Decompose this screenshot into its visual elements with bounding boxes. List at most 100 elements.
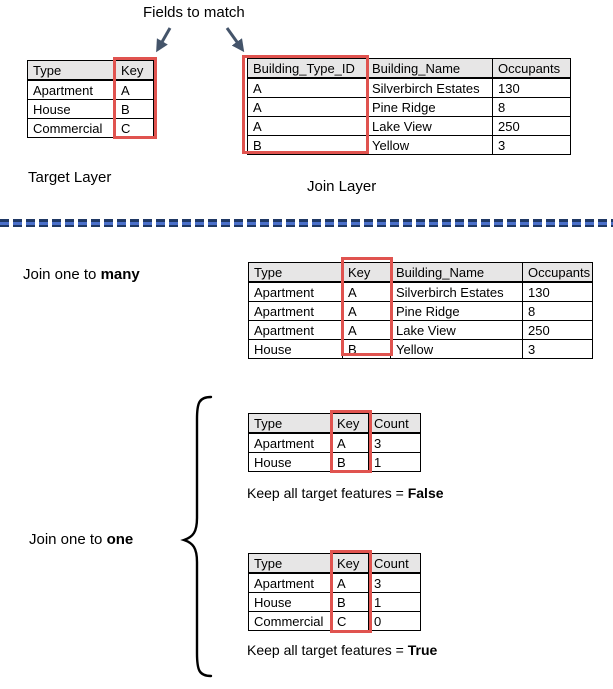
table-cell: 1 — [368, 592, 421, 612]
column-header: Key — [342, 262, 391, 283]
table-cell: Apartment — [248, 281, 343, 302]
table-cell: B — [115, 99, 154, 119]
table-cell: B — [247, 135, 367, 155]
table-cell: A — [331, 432, 369, 453]
table-cell: House — [27, 99, 116, 119]
table-cell: Apartment — [27, 79, 116, 100]
join-one-to-many-prefix: Join one to — [23, 266, 101, 283]
target-layer-label: Target Layer — [28, 169, 112, 186]
table-cell: B — [331, 592, 369, 612]
table-cell: House — [248, 452, 332, 472]
column-header: Key — [331, 553, 369, 574]
column-header: Type — [248, 262, 343, 283]
keep-false-label: Keep all target features = False — [247, 485, 444, 501]
table-cell: Silverbirch Estates — [390, 281, 523, 302]
table-cell: 130 — [521, 281, 594, 302]
table-cell: Apartment — [248, 320, 343, 340]
table-cell: 3 — [368, 572, 421, 593]
table-cell: B — [331, 452, 369, 472]
join-layer-label: Join Layer — [307, 178, 377, 195]
table-cell: Pine Ridge — [366, 97, 493, 117]
table-cell: Commercial — [27, 118, 116, 138]
column-header: Type — [27, 60, 116, 81]
table-cell: 8 — [492, 97, 571, 117]
table-cell: A — [342, 301, 391, 321]
table-cell: 0 — [368, 611, 421, 631]
keep-false-prefix: Keep all target features = — [247, 485, 408, 501]
keep-false-bold: False — [407, 485, 444, 501]
column-header: Building_Type_ID — [247, 58, 367, 79]
table-cell: Yellow — [366, 135, 493, 155]
table-cell: A — [247, 97, 367, 117]
join-one-to-one-bold: one — [106, 531, 134, 548]
column-header: Building_Name — [390, 262, 523, 283]
table-cell: C — [331, 611, 369, 631]
table-cell: House — [248, 592, 332, 612]
table-cell: A — [331, 572, 369, 593]
table-cell: 3 — [368, 432, 421, 453]
table-cell: House — [248, 339, 343, 359]
column-header: Type — [248, 553, 332, 574]
keep-true-prefix: Keep all target features = — [247, 642, 408, 658]
table-cell: A — [342, 320, 391, 340]
section-separator — [0, 219, 613, 227]
column-header: Count — [368, 413, 421, 434]
fields-to-match-label: Fields to match — [143, 4, 245, 21]
column-header: Type — [248, 413, 332, 434]
table-cell: Apartment — [248, 301, 343, 321]
join-one-to-one-label: Join one to one — [29, 531, 133, 548]
column-header: Count — [368, 553, 421, 574]
table-cell: Commercial — [248, 611, 332, 631]
column-header: Occupants — [492, 58, 571, 79]
match-arrow-right-icon — [225, 27, 245, 53]
join-one-to-many-label: Join one to many — [23, 266, 140, 283]
table-cell: Lake View — [366, 116, 493, 136]
column-header: Key — [115, 60, 154, 81]
join-one-to-many-bold: many — [100, 266, 140, 283]
table-cell: Lake View — [390, 320, 523, 340]
keep-true-label: Keep all target features = True — [247, 642, 437, 658]
curly-brace-icon — [180, 395, 213, 678]
match-arrows-icon — [156, 27, 245, 53]
table-cell: B — [342, 339, 391, 359]
table-cell: A — [342, 281, 391, 302]
table-cell: Pine Ridge — [390, 301, 523, 321]
match-arrow-left-icon — [156, 27, 172, 53]
table-cell: Apartment — [248, 572, 332, 593]
table-cell: A — [115, 79, 154, 100]
table-cell: 250 — [492, 116, 571, 136]
column-header: Occupants — [521, 262, 594, 283]
keep-true-bold: True — [407, 642, 438, 658]
column-header: Building_Name — [366, 58, 493, 79]
table-cell: A — [247, 116, 367, 136]
column-header: Key — [331, 413, 369, 434]
table-cell: Yellow — [390, 339, 523, 359]
table-cell: 3 — [492, 135, 571, 155]
join-one-to-one-prefix: Join one to — [29, 531, 107, 548]
table-cell: 3 — [521, 339, 594, 359]
